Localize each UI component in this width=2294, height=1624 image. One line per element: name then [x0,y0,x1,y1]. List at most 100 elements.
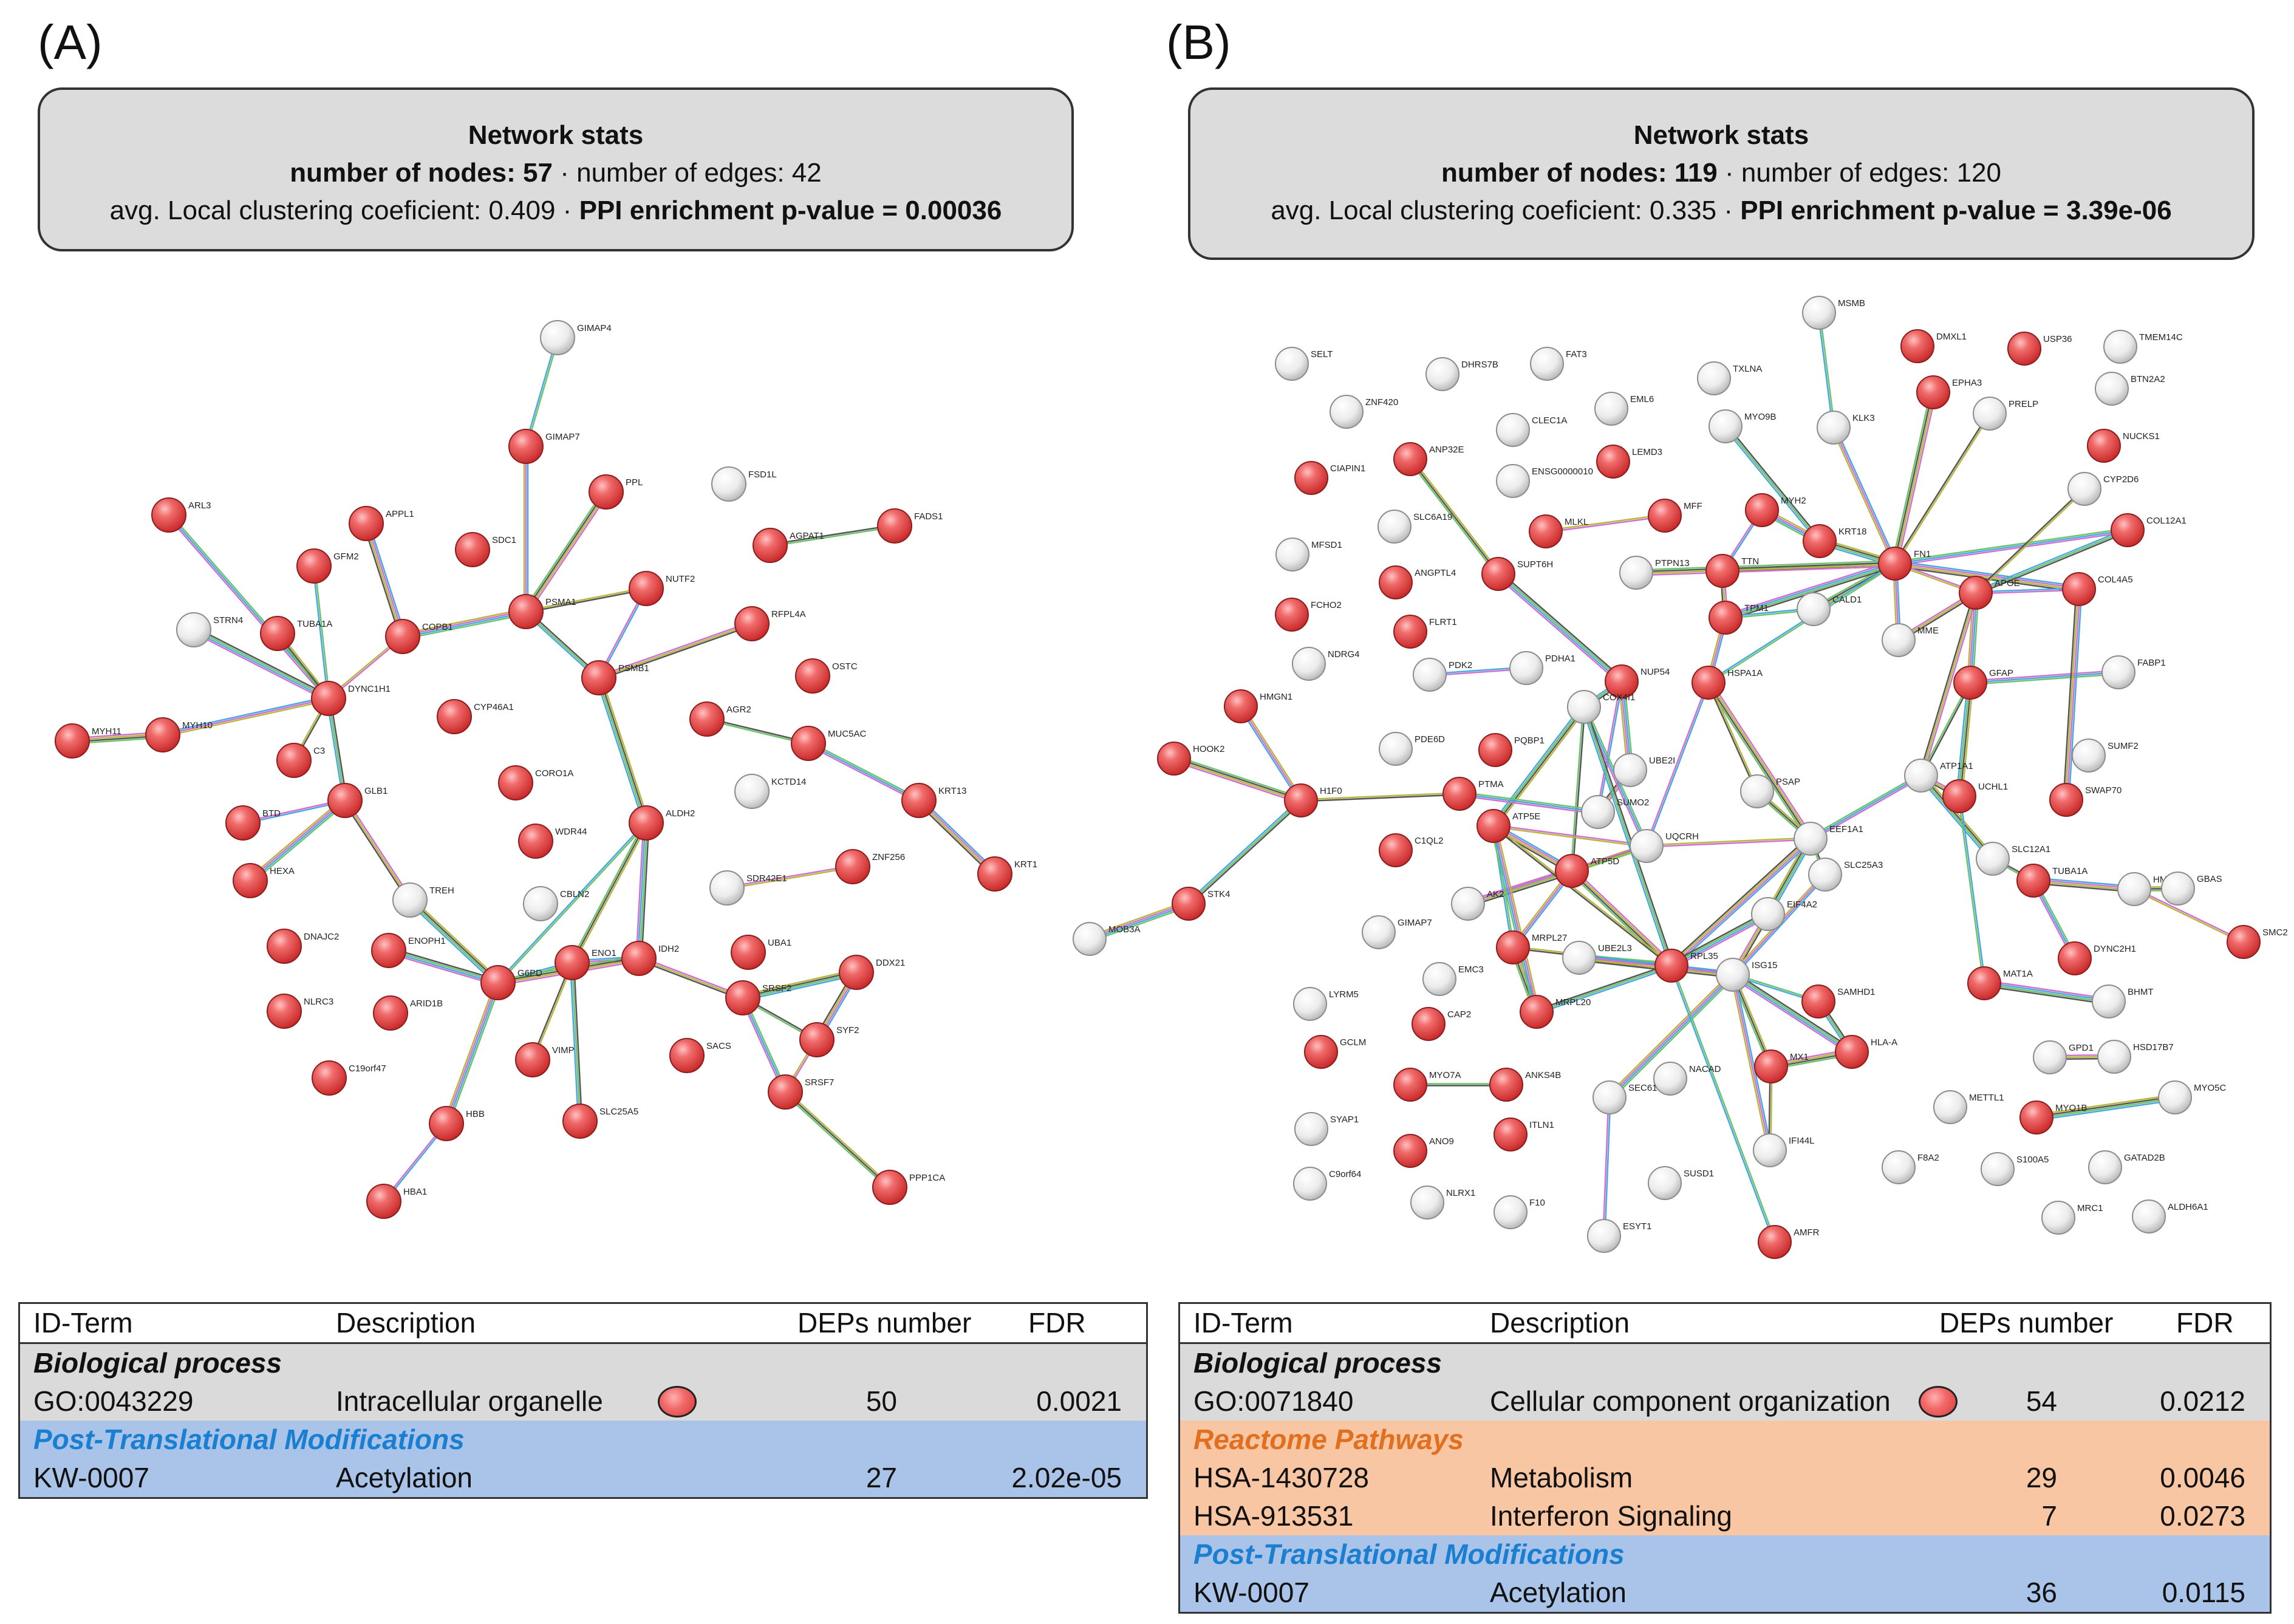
network-node[interactable] [1425,357,1459,391]
network-node[interactable] [1275,347,1309,381]
network-node[interactable] [1967,966,2001,1000]
network-node[interactable] [145,717,180,752]
network-node[interactable] [872,1170,907,1205]
network-node[interactable] [1740,774,1774,808]
network-node[interactable] [260,616,295,651]
network-node[interactable] [562,1104,598,1139]
network-node[interactable] [2132,1199,2166,1233]
network-node[interactable] [1520,995,1554,1029]
network-node[interactable] [1592,1080,1627,1114]
network-node[interactable] [1630,829,1664,863]
network-node[interactable] [1442,777,1476,811]
network-node[interactable] [1878,547,1912,581]
network-node[interactable] [753,528,788,563]
network-node[interactable] [1916,375,1950,409]
network-node[interactable] [629,805,664,841]
network-node[interactable] [1709,409,1743,443]
network-node[interactable] [901,783,937,818]
network-node[interactable] [734,606,770,641]
network-node[interactable] [731,935,766,970]
network-node[interactable] [1393,615,1427,649]
network-node[interactable] [1973,397,2007,431]
network-node[interactable] [1330,395,1364,429]
network-node[interactable] [455,532,490,567]
network-node[interactable] [523,886,558,921]
network-node[interactable] [1754,1049,1788,1083]
network-node[interactable] [795,658,830,694]
network-node[interactable] [1613,753,1647,787]
network-node[interactable] [1410,1186,1444,1220]
network-node[interactable] [689,701,725,737]
network-node[interactable] [835,849,870,884]
network-node[interactable] [1555,854,1589,888]
network-node[interactable] [1293,1167,1327,1201]
network-node[interactable] [1509,651,1543,685]
network-node[interactable] [589,474,624,510]
network-node[interactable] [1882,1150,1916,1184]
network-node[interactable] [1073,922,1107,956]
network-node[interactable] [1745,493,1779,527]
network-node[interactable] [311,681,346,716]
network-node[interactable] [1284,783,1318,817]
network-node[interactable] [1478,733,1512,767]
network-node[interactable] [791,726,826,761]
network-node[interactable] [1275,598,1309,632]
network-node[interactable] [1751,897,1785,931]
network-node[interactable] [1648,499,1682,533]
network-node[interactable] [508,429,544,464]
network-node[interactable] [225,805,261,841]
network-node[interactable] [725,980,760,1015]
network-node[interactable] [385,619,420,654]
network-node[interactable] [799,1022,835,1057]
network-node[interactable] [366,1184,401,1219]
network-node[interactable] [669,1038,705,1073]
network-node[interactable] [151,497,186,533]
network-node[interactable] [2033,1040,2067,1074]
network-node[interactable] [1393,442,1427,476]
network-node[interactable] [2041,1201,2075,1235]
network-node[interactable] [839,955,874,990]
network-node[interactable] [1275,537,1309,571]
network-node[interactable] [581,660,616,695]
network-node[interactable] [2158,1080,2192,1114]
network-node[interactable] [734,774,770,809]
network-node[interactable] [2058,941,2092,975]
network-node[interactable] [2019,1100,2053,1134]
network-node[interactable] [1493,1195,1528,1229]
network-node[interactable] [2117,872,2151,906]
network-node[interactable] [233,863,268,898]
network-node[interactable] [1803,524,1837,558]
network-node[interactable] [518,824,553,859]
network-node[interactable] [1489,1068,1523,1102]
network-node[interactable] [349,506,384,541]
network-node[interactable] [1587,1219,1621,1253]
network-node[interactable] [1567,690,1601,724]
network-node[interactable] [2088,1150,2122,1184]
network-node[interactable] [1758,1225,1792,1259]
network-node[interactable] [2007,332,2041,366]
network-node[interactable] [1697,361,1731,395]
network-node[interactable] [709,870,745,906]
network-node[interactable] [540,320,575,355]
network-node[interactable] [1496,413,1530,447]
network-node[interactable] [1581,795,1615,829]
network-node[interactable] [1481,557,1515,591]
network-node[interactable] [1801,984,1835,1018]
network-node[interactable] [1619,556,1653,590]
network-node[interactable] [1942,779,1976,813]
network-node[interactable] [1953,666,1987,700]
network-node[interactable] [1933,1090,1967,1124]
network-node[interactable] [1377,510,1412,544]
network-node[interactable] [1594,392,1628,426]
network-node[interactable] [2097,1040,2131,1074]
network-node[interactable] [711,466,746,502]
network-node[interactable] [498,765,533,800]
network-node[interactable] [1653,1062,1687,1096]
network-node[interactable] [2101,655,2135,689]
network-node[interactable] [1476,809,1511,843]
network-node[interactable] [1808,858,1842,892]
network-node[interactable] [267,994,302,1029]
network-node[interactable] [1172,887,1206,921]
network-node[interactable] [629,571,664,606]
network-node[interactable] [1362,915,1396,949]
